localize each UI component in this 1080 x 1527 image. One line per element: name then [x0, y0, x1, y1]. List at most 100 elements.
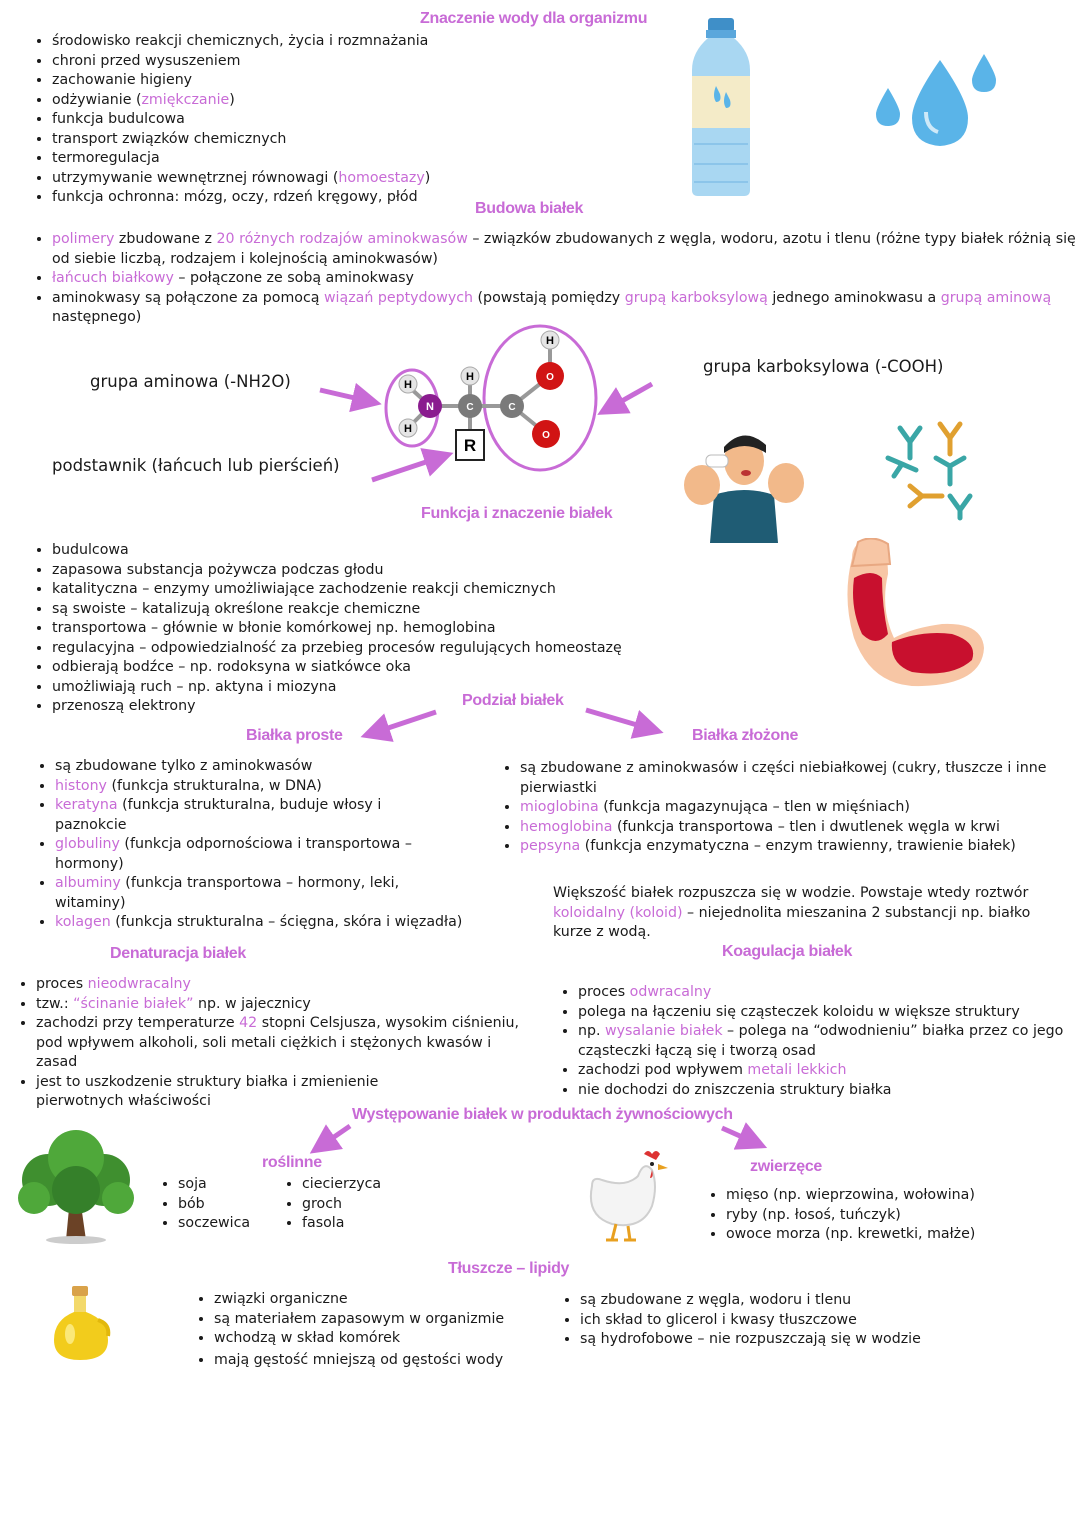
list-item: nie dochodzi do zniszczenia struktury bi…: [578, 1081, 1078, 1101]
list-item: odżywianie (zmiękczanie): [52, 91, 692, 111]
list-item: są swoiste – katalizują określone reakcj…: [52, 600, 752, 620]
oil-bottle-icon: [54, 1286, 111, 1360]
list-item: aminokwasy są połączone za pomocą wiązań…: [52, 289, 1080, 328]
svg-text:C: C: [466, 402, 473, 413]
list-item: przenoszą elektrony: [52, 697, 752, 717]
list-item: soja: [178, 1175, 298, 1195]
list-item: umożliwiają ruch – np. aktyna i miozyna: [52, 678, 752, 698]
arrow-carboxyl: [597, 381, 654, 415]
svg-text:H: H: [404, 423, 412, 435]
arrow-amino: [319, 382, 382, 413]
list-item: funkcja ochronna: mózg, oczy, rdzeń kręg…: [52, 188, 692, 208]
bodybuilder-icon: [684, 435, 804, 543]
list-item: budulcowa: [52, 541, 752, 561]
list-item: wchodzą w skład komórek: [214, 1329, 554, 1349]
list-item: tzw.: “ścinanie białek” np. w jajecznicy: [36, 995, 526, 1015]
list-item: globuliny (funkcja odpornościowa i trans…: [55, 835, 425, 874]
list-item: groch: [302, 1195, 442, 1215]
water-list: środowisko reakcji chemicznych, życia i …: [32, 32, 692, 208]
list-item: mioglobina (funkcja magazynująca – tlen …: [520, 798, 1060, 818]
water-bottle-icon: [692, 18, 750, 196]
list-item: transportowa – głównie w błonie komórkow…: [52, 619, 752, 639]
list-item: kolagen (funkcja strukturalna – ścięgna,…: [55, 913, 505, 933]
list-item: zachowanie higieny: [52, 71, 692, 91]
arrow-substituent: [371, 448, 454, 483]
list-item: polega na łączeniu się cząsteczek koloid…: [578, 1003, 1078, 1023]
lipids-title: Tłuszcze – lipidy: [448, 1260, 570, 1277]
list-item: łańcuch białkowy – połączone ze sobą ami…: [52, 269, 1080, 289]
lipids-list-col2: są zbudowane z węgla, wodoru i tlenu ich…: [560, 1291, 980, 1350]
svg-text:C: C: [508, 402, 515, 413]
animal-list: mięso (np. wieprzowina, wołowina) ryby (…: [706, 1186, 1080, 1245]
list-item: związki organiczne: [214, 1290, 554, 1310]
protein-structure-title: Budowa białek: [475, 200, 584, 217]
list-item: fasola: [302, 1214, 442, 1234]
protein-function-list: budulcowa zapasowa substancja pożywcza p…: [32, 541, 752, 717]
simple-proteins-list: są zbudowane tylko z aminokwasów histony…: [35, 757, 462, 933]
muscle-arm-icon: [847, 538, 984, 687]
list-item: jest to uszkodzenie struktury białka i z…: [36, 1073, 456, 1112]
list-item: utrzymywanie wewnętrznej równowagi (homo…: [52, 169, 692, 189]
list-item: zachodzi przy temperaturze 42 stopni Cel…: [36, 1014, 526, 1073]
molecule-diagram: H H N H C R C O H O: [319, 324, 654, 483]
animal-title: zwierzęce: [750, 1158, 823, 1175]
list-item: np. wysalanie białek – polega na “odwodn…: [578, 1022, 1078, 1061]
complex-proteins-title: Białka złożone: [692, 727, 799, 744]
list-item: histony (funkcja strukturalna, w DNA): [55, 777, 425, 797]
list-item: regulacyjna – odpowiedzialność za przebi…: [52, 639, 752, 659]
list-item: są zbudowane z aminokwasów i części nieb…: [520, 759, 1060, 798]
list-item: owoce morza (np. krewetki, małże): [726, 1225, 1080, 1245]
list-item: środowisko reakcji chemicznych, życia i …: [52, 32, 692, 52]
water-drops-icon: [876, 54, 996, 146]
tree-icon: [18, 1130, 134, 1244]
list-item: keratyna (funkcja strukturalna, buduje w…: [55, 796, 425, 835]
list-item: są materiałem zapasowym w organizmie: [214, 1310, 554, 1330]
list-item: są zbudowane tylko z aminokwasów: [55, 757, 425, 777]
coagulation-list: proces odwracalny polega na łączeniu się…: [558, 983, 1078, 1100]
list-item: proces odwracalny: [578, 983, 1078, 1003]
list-item: mają gęstość mniejszą od gęstości wody: [214, 1351, 554, 1371]
list-item: są zbudowane z węgla, wodoru i tlenu: [580, 1291, 980, 1311]
list-item: ciecierzyca: [302, 1175, 442, 1195]
protein-function-title: Funkcja i znaczenie białek: [421, 505, 613, 522]
amino-group-label: grupa aminowa (-NH2O): [90, 372, 291, 391]
complex-proteins-list: są zbudowane z aminokwasów i części nieb…: [500, 759, 1060, 857]
svg-text:O: O: [546, 372, 554, 383]
division-arrows: [360, 707, 664, 742]
lipids-list-col1: związki organiczne są materiałem zapasow…: [194, 1290, 554, 1370]
list-item: są hydrofobowe – nie rozpuszczają się w …: [580, 1330, 980, 1350]
protein-structure-list: polimery zbudowane z 20 różnych rodzajów…: [32, 230, 1080, 328]
list-item: bób: [178, 1195, 298, 1215]
svg-text:H: H: [546, 335, 554, 347]
list-item: albuminy (funkcja transportowa – hormony…: [55, 874, 425, 913]
list-item: ich skład to glicerol i kwasy tłuszczowe: [580, 1311, 980, 1331]
coagulation-title: Koagulacja białek: [722, 943, 853, 960]
antibody-icon: [885, 421, 973, 521]
svg-text:H: H: [404, 379, 412, 391]
division-title: Podział białek: [462, 692, 564, 709]
denaturation-title: Denaturacja białek: [110, 945, 246, 962]
list-item: soczewica: [178, 1214, 298, 1234]
chicken-icon: [590, 1151, 668, 1242]
occurrence-title: Występowanie białek w produktach żywnośc…: [352, 1106, 733, 1123]
plant-list-col2: ciecierzyca groch fasola: [282, 1175, 442, 1234]
list-item: polimery zbudowane z 20 różnych rodzajów…: [52, 230, 1080, 269]
list-item: proces nieodwracalny: [36, 975, 526, 995]
carboxyl-group-label: grupa karboksylowa (-COOH): [703, 357, 944, 376]
list-item: katalityczna – enzymy umożliwiające zach…: [52, 580, 752, 600]
svg-text:N: N: [426, 401, 434, 413]
colloid-paragraph: Większość białek rozpuszcza się w wodzie…: [553, 885, 1031, 940]
svg-text:O: O: [542, 430, 550, 441]
water-title: Znaczenie wody dla organizmu: [420, 10, 648, 27]
list-item: termoregulacja: [52, 149, 692, 169]
denaturation-list: proces nieodwracalny tzw.: “ścinanie bia…: [16, 975, 526, 1112]
plant-title: roślinne: [262, 1154, 322, 1171]
list-item: mięso (np. wieprzowina, wołowina): [726, 1186, 1080, 1206]
list-item: ryby (np. łosoś, tuńczyk): [726, 1206, 1080, 1226]
list-item: zapasowa substancja pożywcza podczas gło…: [52, 561, 752, 581]
list-item: funkcja budulcowa: [52, 110, 692, 130]
list-item: transport związków chemicznych: [52, 130, 692, 150]
list-item: pepsyna (funkcja enzymatyczna – enzym tr…: [520, 837, 1060, 857]
list-item: odbierają bodźce – np. rodoksyna w siatk…: [52, 658, 752, 678]
plant-list-col1: soja bób soczewica: [158, 1175, 298, 1234]
